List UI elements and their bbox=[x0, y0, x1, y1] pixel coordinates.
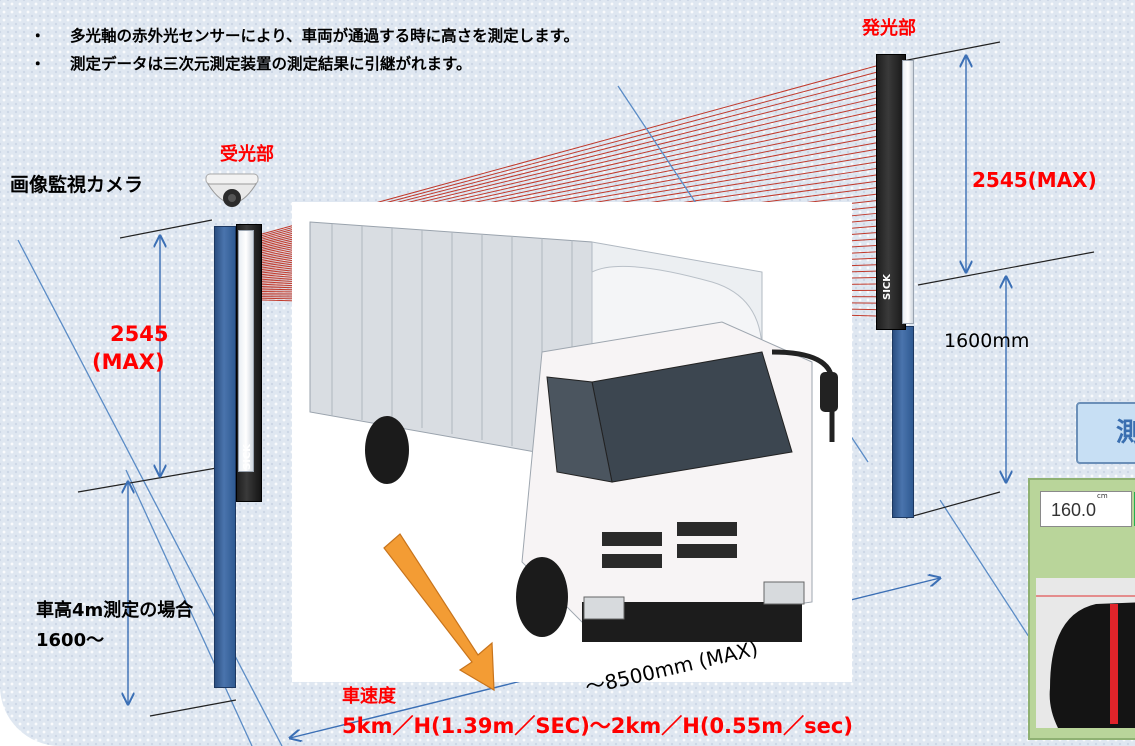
receiver-label: 受光部 bbox=[220, 144, 274, 165]
bullet-mark: ・ bbox=[30, 27, 46, 45]
ref-line-left-base bbox=[149, 699, 237, 717]
left-range-label-bottom: (MAX) bbox=[92, 350, 165, 374]
measured-height-value: 160.0 bbox=[1040, 491, 1132, 527]
case-value: 1600～ bbox=[36, 630, 105, 651]
measured-height-unit: cm bbox=[1097, 492, 1108, 500]
speed-title: 車速度 bbox=[342, 686, 396, 707]
ref-line-right-base bbox=[905, 491, 1001, 519]
bullet-text: 測定データは三次元測定装置の測定結果に引継がれます。 bbox=[70, 55, 472, 73]
bullet-text: 多光軸の赤外光センサーにより、車両が通過する時に高さを測定します。 bbox=[70, 27, 580, 45]
ref-line-left-top bbox=[119, 219, 213, 239]
measurement-panel-tab[interactable]: 測 bbox=[1076, 402, 1135, 464]
bullet-list: ・多光軸の赤外光センサーにより、車両が通過する時に高さを測定します。 ・測定デー… bbox=[30, 22, 579, 78]
silhouette-view bbox=[1036, 578, 1135, 728]
speed-value: 5km／H(1.39m／SEC)～2km／H(0.55m／sec) bbox=[342, 714, 853, 738]
receiver-lens bbox=[238, 230, 254, 472]
emitter-label: 発光部 bbox=[862, 18, 916, 39]
ref-line-right-mid bbox=[917, 251, 1095, 286]
left-range-label-top: 2545 bbox=[110, 322, 169, 346]
bullet-item: ・ 測定データは三次元測定装置の測定結果に引継がれます。 bbox=[30, 50, 579, 78]
ref-line-left-mid bbox=[77, 464, 235, 493]
right-range-label: 2545(MAX) bbox=[972, 168, 1097, 192]
emitter-brand-label: SICK bbox=[882, 273, 893, 300]
guide-line-left-outer bbox=[17, 239, 283, 746]
base-height-label: 1600mm bbox=[944, 330, 1030, 352]
case-title: 車高4m測定の場合 bbox=[36, 600, 194, 621]
surveillance-camera-icon bbox=[205, 173, 259, 207]
bullet-mark: ・ bbox=[30, 55, 46, 73]
bullet-item: ・ 多光軸の赤外光センサーにより、車両が通過する時に高さを測定します。 bbox=[30, 22, 579, 50]
receiver-brand-label: SICK bbox=[242, 443, 253, 470]
receiver-pole bbox=[214, 226, 236, 688]
guide-line-left-inner bbox=[125, 469, 253, 746]
emitter-lens bbox=[902, 60, 914, 324]
camera-label: 画像監視カメラ bbox=[10, 174, 144, 196]
vehicle-silhouette bbox=[1036, 595, 1135, 728]
measurement-screen: 160.0 cm bbox=[1028, 478, 1135, 740]
emitter-pole bbox=[892, 326, 914, 518]
truck-photo bbox=[292, 202, 852, 682]
